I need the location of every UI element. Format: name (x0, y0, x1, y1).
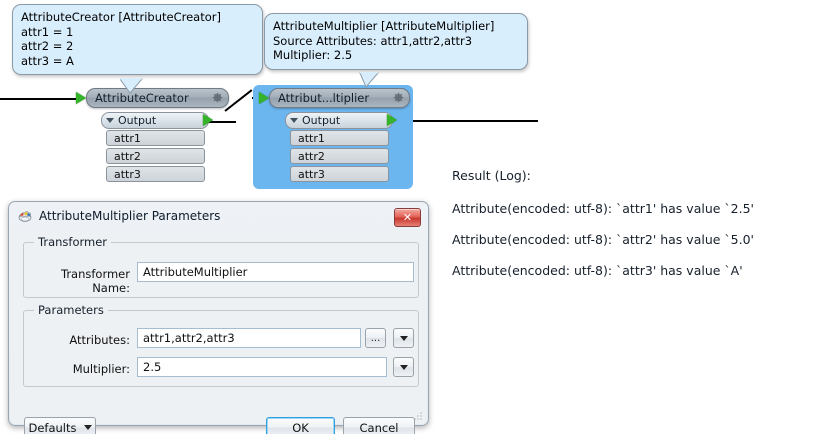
wire-input-to-creator (0, 98, 80, 100)
output-port-icon-multiplier[interactable] (387, 114, 397, 126)
transformer-name-label: Transformer Name: (60, 267, 130, 295)
output-port-icon-creator[interactable] (203, 114, 213, 126)
callout-multiplier-tail (359, 72, 380, 88)
cancel-label: Cancel (359, 420, 399, 434)
log-line: Attribute(encoded: utf-8): `attr2' has v… (452, 232, 754, 247)
cancel-button[interactable]: Cancel (343, 417, 415, 434)
attribute-row[interactable]: attr2 (106, 148, 205, 164)
attributes-input[interactable]: attr1,attr2,attr3 (137, 328, 361, 348)
input-port-icon-creator[interactable] (76, 92, 86, 104)
attribute-row[interactable]: attr3 (290, 166, 389, 182)
fme-app-icon (18, 210, 32, 222)
attribute-row[interactable]: attr1 (106, 130, 205, 146)
defaults-label: Defaults (28, 420, 77, 434)
attribute-multiplier-parameters-dialog[interactable]: AttributeMultiplier Parameters ✕ Transfo… (8, 201, 429, 434)
callout-line: attr3 = A (21, 53, 74, 68)
wire-multiplier-output (404, 120, 538, 122)
attribute-row[interactable]: attr1 (290, 130, 389, 146)
browse-ellipsis-label: ... (370, 332, 381, 344)
wire-creator-out-segment (208, 121, 236, 123)
chevron-down-icon[interactable] (106, 118, 114, 123)
callout-line: AttributeCreator [AttributeCreator] (21, 10, 221, 24)
defaults-button[interactable]: Defaults (24, 417, 96, 434)
output-port-label: Output (302, 114, 341, 127)
callout-creator-tail (120, 78, 144, 94)
result-log-title: Result (Log): (452, 168, 531, 183)
multiplier-dropdown-button[interactable] (393, 357, 414, 377)
attribute-creator-output-port[interactable]: Output (101, 112, 209, 129)
resize-grip-icon[interactable] (413, 411, 423, 421)
attribute-label: attr2 (114, 149, 141, 163)
chevron-down-icon (399, 335, 408, 341)
attribute-label: attr3 (114, 167, 141, 181)
attribute-label: attr3 (298, 167, 325, 181)
transformer-group-label: Transformer (34, 235, 112, 249)
attributes-value: attr1,attr2,attr3 (143, 331, 235, 345)
close-glyph: ✕ (402, 211, 413, 224)
transformer-name-input[interactable]: AttributeMultiplier (137, 262, 414, 282)
chevron-down-icon[interactable] (290, 118, 298, 123)
output-port-label: Output (118, 114, 157, 127)
attribute-multiplier-title: Attribut...ltiplier (278, 91, 370, 105)
ok-button[interactable]: OK (266, 417, 335, 434)
gear-icon[interactable] (392, 92, 405, 105)
attribute-label: attr1 (298, 131, 325, 145)
attributes-dropdown-button[interactable] (393, 328, 414, 348)
callout-line: attr2 = 2 (21, 39, 74, 53)
callout-line: Multiplier: 2.5 (273, 48, 353, 62)
attribute-creator-callout: AttributeCreator [AttributeCreator] attr… (12, 4, 263, 75)
close-icon[interactable]: ✕ (394, 208, 421, 227)
transformer-name-value: AttributeMultiplier (143, 265, 248, 279)
multiplier-input[interactable]: 2.5 (137, 357, 387, 377)
dialog-title: AttributeMultiplier Parameters (39, 209, 221, 223)
log-line: Attribute(encoded: utf-8): `attr3' has v… (452, 263, 743, 278)
attribute-label: attr1 (114, 131, 141, 145)
chevron-down-icon (83, 425, 92, 430)
attributes-label: Attributes: (69, 333, 130, 347)
dialog-body: Transformer Transformer Name: AttributeM… (10, 228, 427, 434)
ok-label: OK (292, 420, 309, 434)
multiplier-label: Multiplier: (72, 362, 130, 376)
attributes-browse-button[interactable]: ... (365, 328, 386, 348)
attribute-creator-header[interactable]: AttributeCreator (86, 88, 229, 108)
attribute-multiplier-output-port[interactable]: Output (285, 112, 393, 129)
callout-line: Source Attributes: attr1,attr2,attr3 (273, 33, 473, 48)
log-line: Attribute(encoded: utf-8): `attr1' has v… (452, 201, 754, 216)
callout-line: attr1 = 1 (21, 24, 74, 39)
callout-line: AttributeMultiplier [AttributeMultiplier… (273, 19, 495, 33)
attribute-row[interactable]: attr3 (106, 166, 205, 182)
attribute-multiplier-callout: AttributeMultiplier [AttributeMultiplier… (264, 13, 528, 70)
multiplier-value: 2.5 (143, 360, 162, 374)
attribute-creator-title: AttributeCreator (95, 91, 189, 105)
input-port-icon-multiplier[interactable] (259, 92, 269, 104)
attribute-label: attr2 (298, 149, 325, 163)
chevron-down-icon (399, 364, 408, 370)
attribute-multiplier-header[interactable]: Attribut...ltiplier (269, 88, 410, 108)
parameters-group-label: Parameters (34, 303, 108, 317)
attribute-row[interactable]: attr2 (290, 148, 389, 164)
gear-icon[interactable] (211, 92, 224, 105)
dialog-title-bar[interactable]: AttributeMultiplier Parameters ✕ (12, 205, 425, 227)
